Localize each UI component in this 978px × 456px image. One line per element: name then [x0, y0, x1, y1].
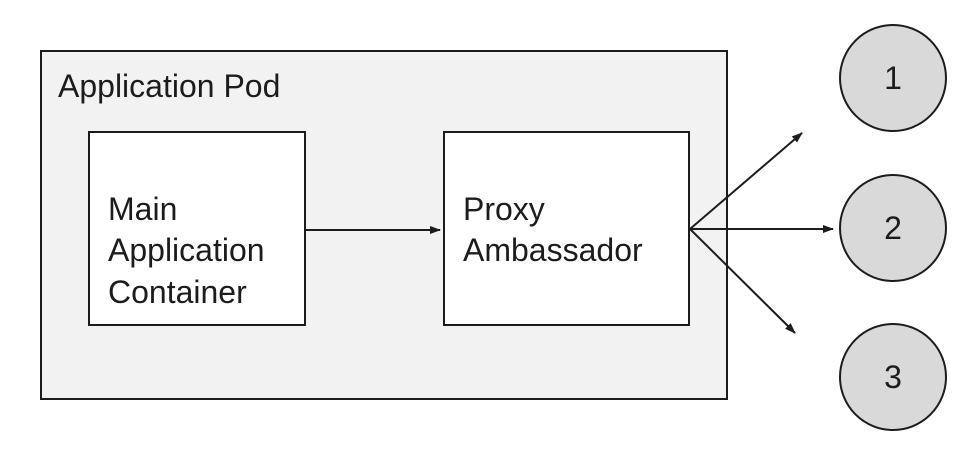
main-application-container-label: Main Application Container [108, 190, 265, 310]
endpoint-node-2: 2 [839, 174, 947, 282]
main-application-container-node: Main Application Container [88, 131, 306, 326]
endpoint-1-label: 1 [884, 59, 902, 96]
proxy-ambassador-label: Proxy Ambassador [463, 190, 643, 269]
endpoint-node-1: 1 [839, 24, 947, 132]
proxy-ambassador-node: Proxy Ambassador [443, 131, 690, 326]
endpoint-node-3: 3 [839, 323, 947, 431]
endpoint-3-label: 3 [884, 358, 902, 395]
endpoint-2-label: 2 [884, 209, 902, 246]
application-pod-label: Application Pod [58, 68, 281, 104]
